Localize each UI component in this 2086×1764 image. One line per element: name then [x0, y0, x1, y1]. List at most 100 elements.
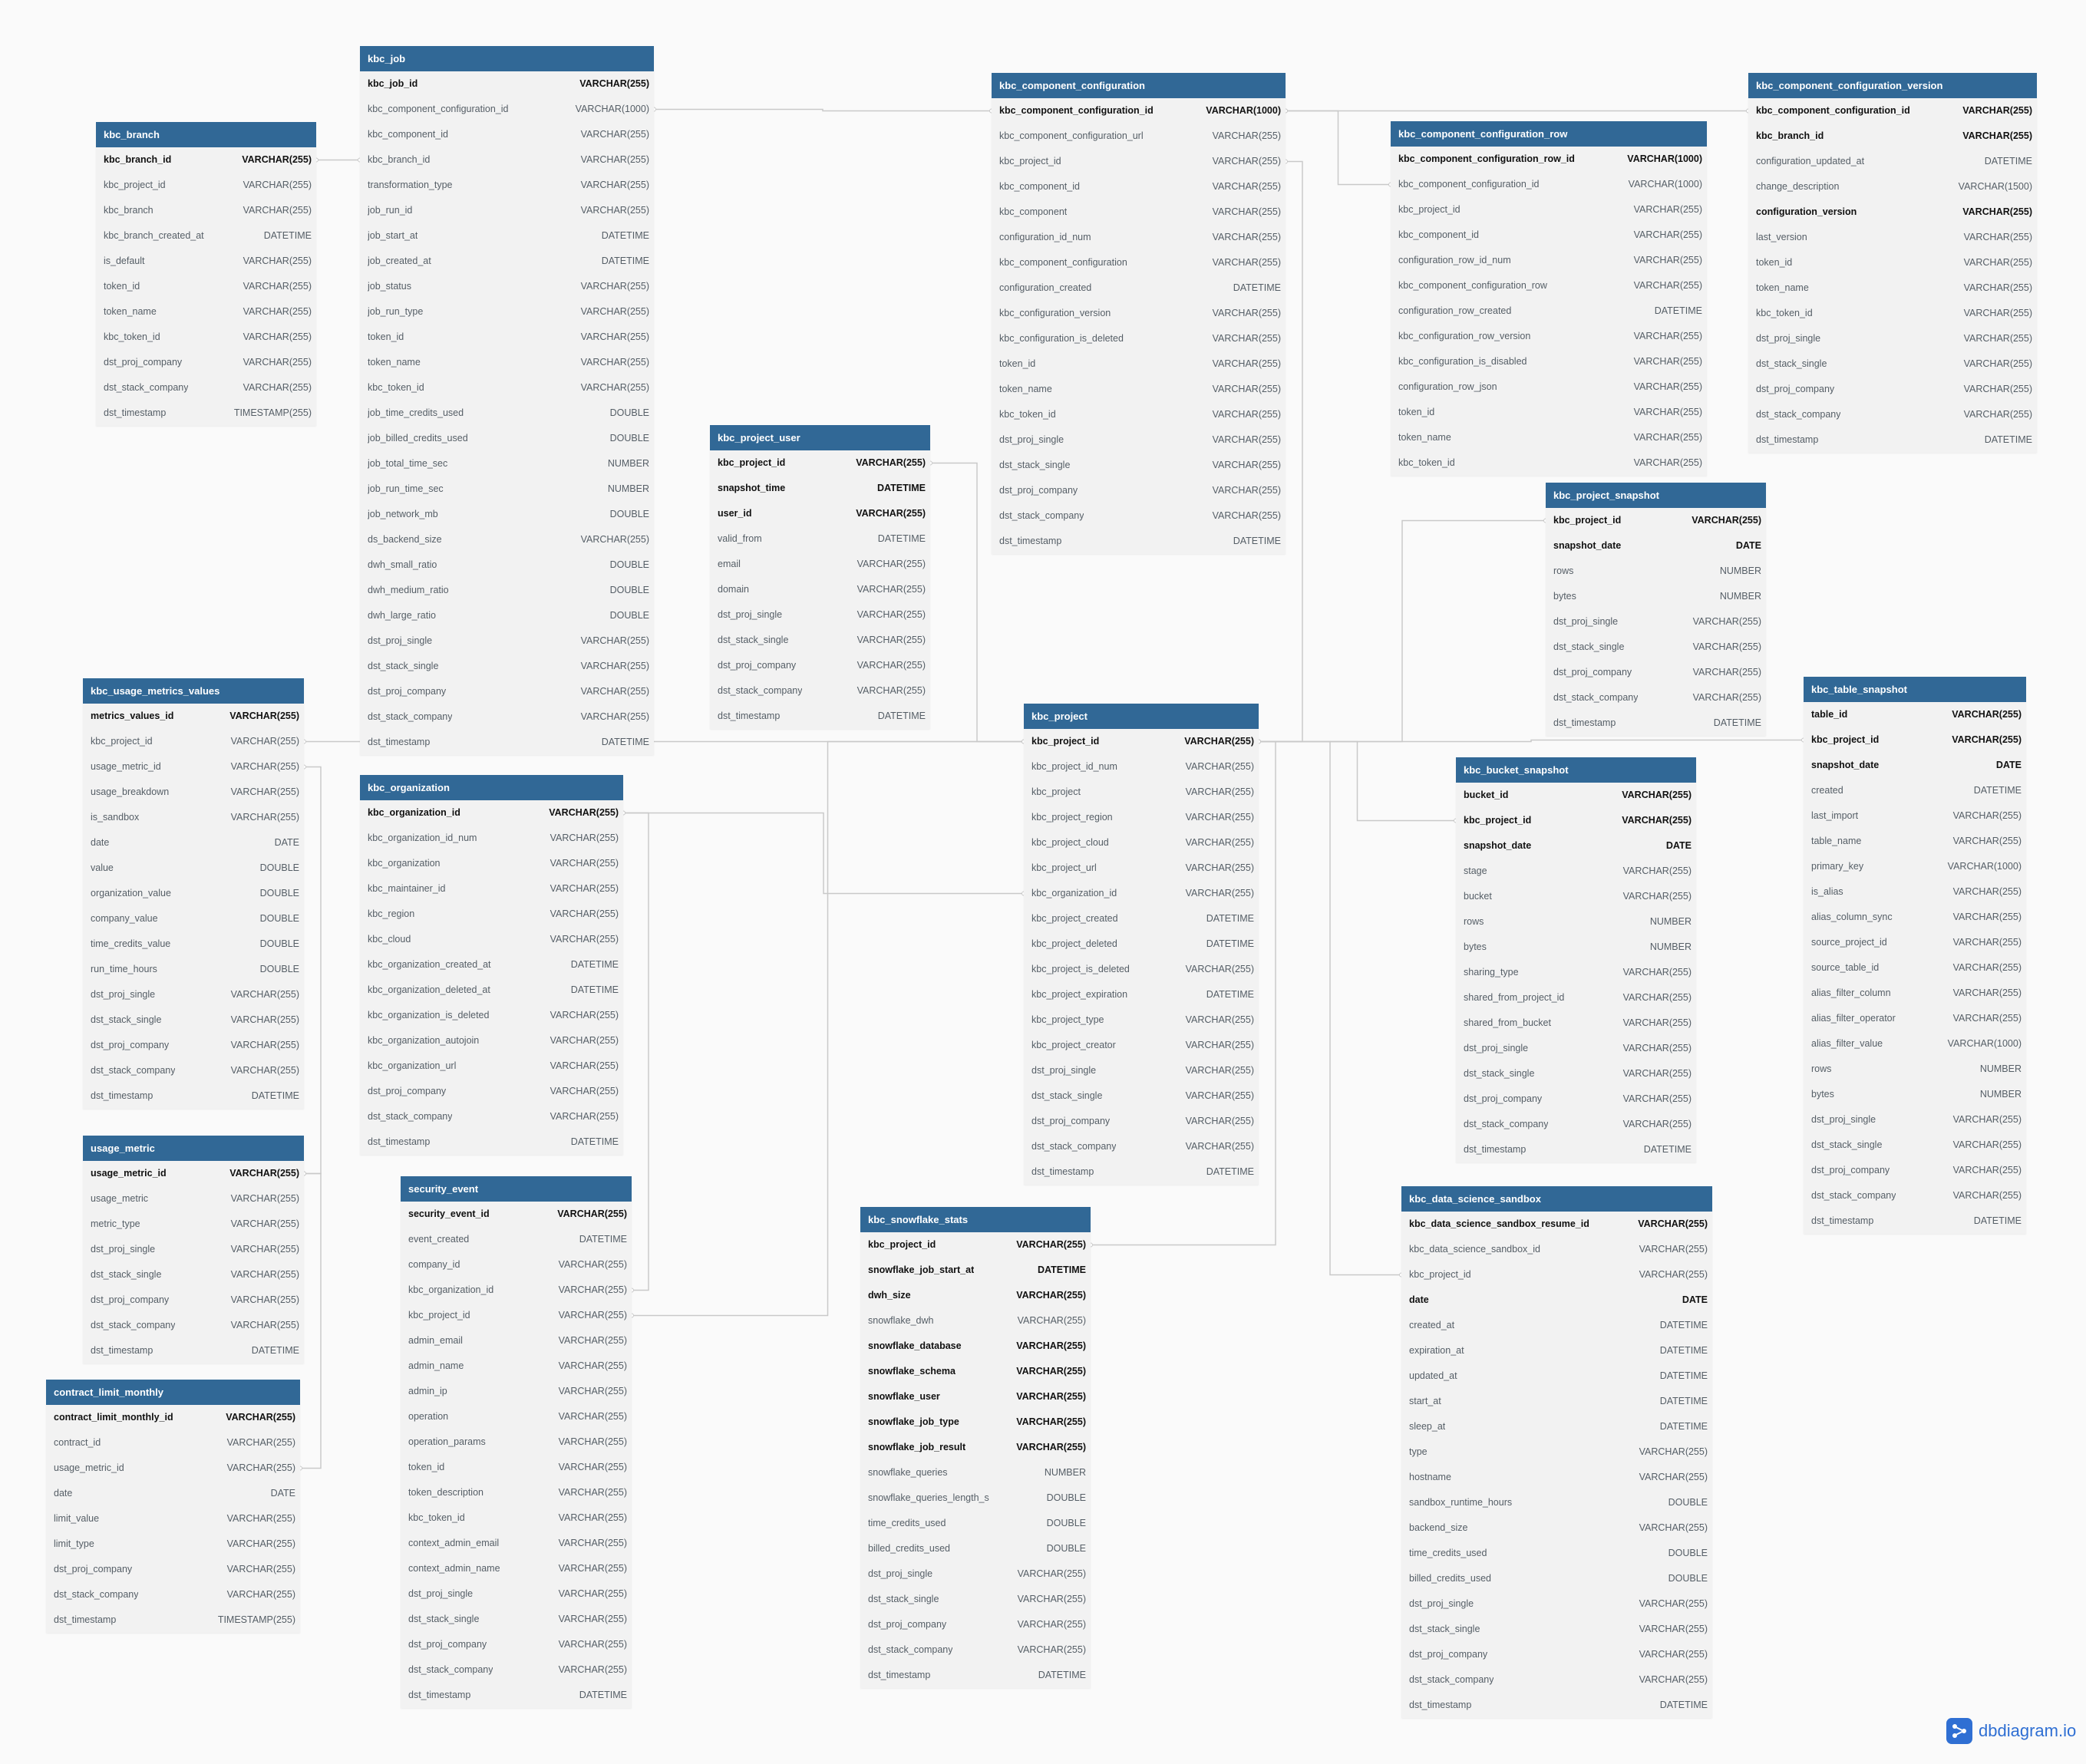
table-header[interactable]: kbc_organization — [360, 775, 623, 800]
relationship-line[interactable] — [1259, 740, 1401, 1276]
relationship-line[interactable] — [1286, 110, 1391, 186]
table-header[interactable]: kbc_snowflake_stats — [860, 1207, 1091, 1232]
